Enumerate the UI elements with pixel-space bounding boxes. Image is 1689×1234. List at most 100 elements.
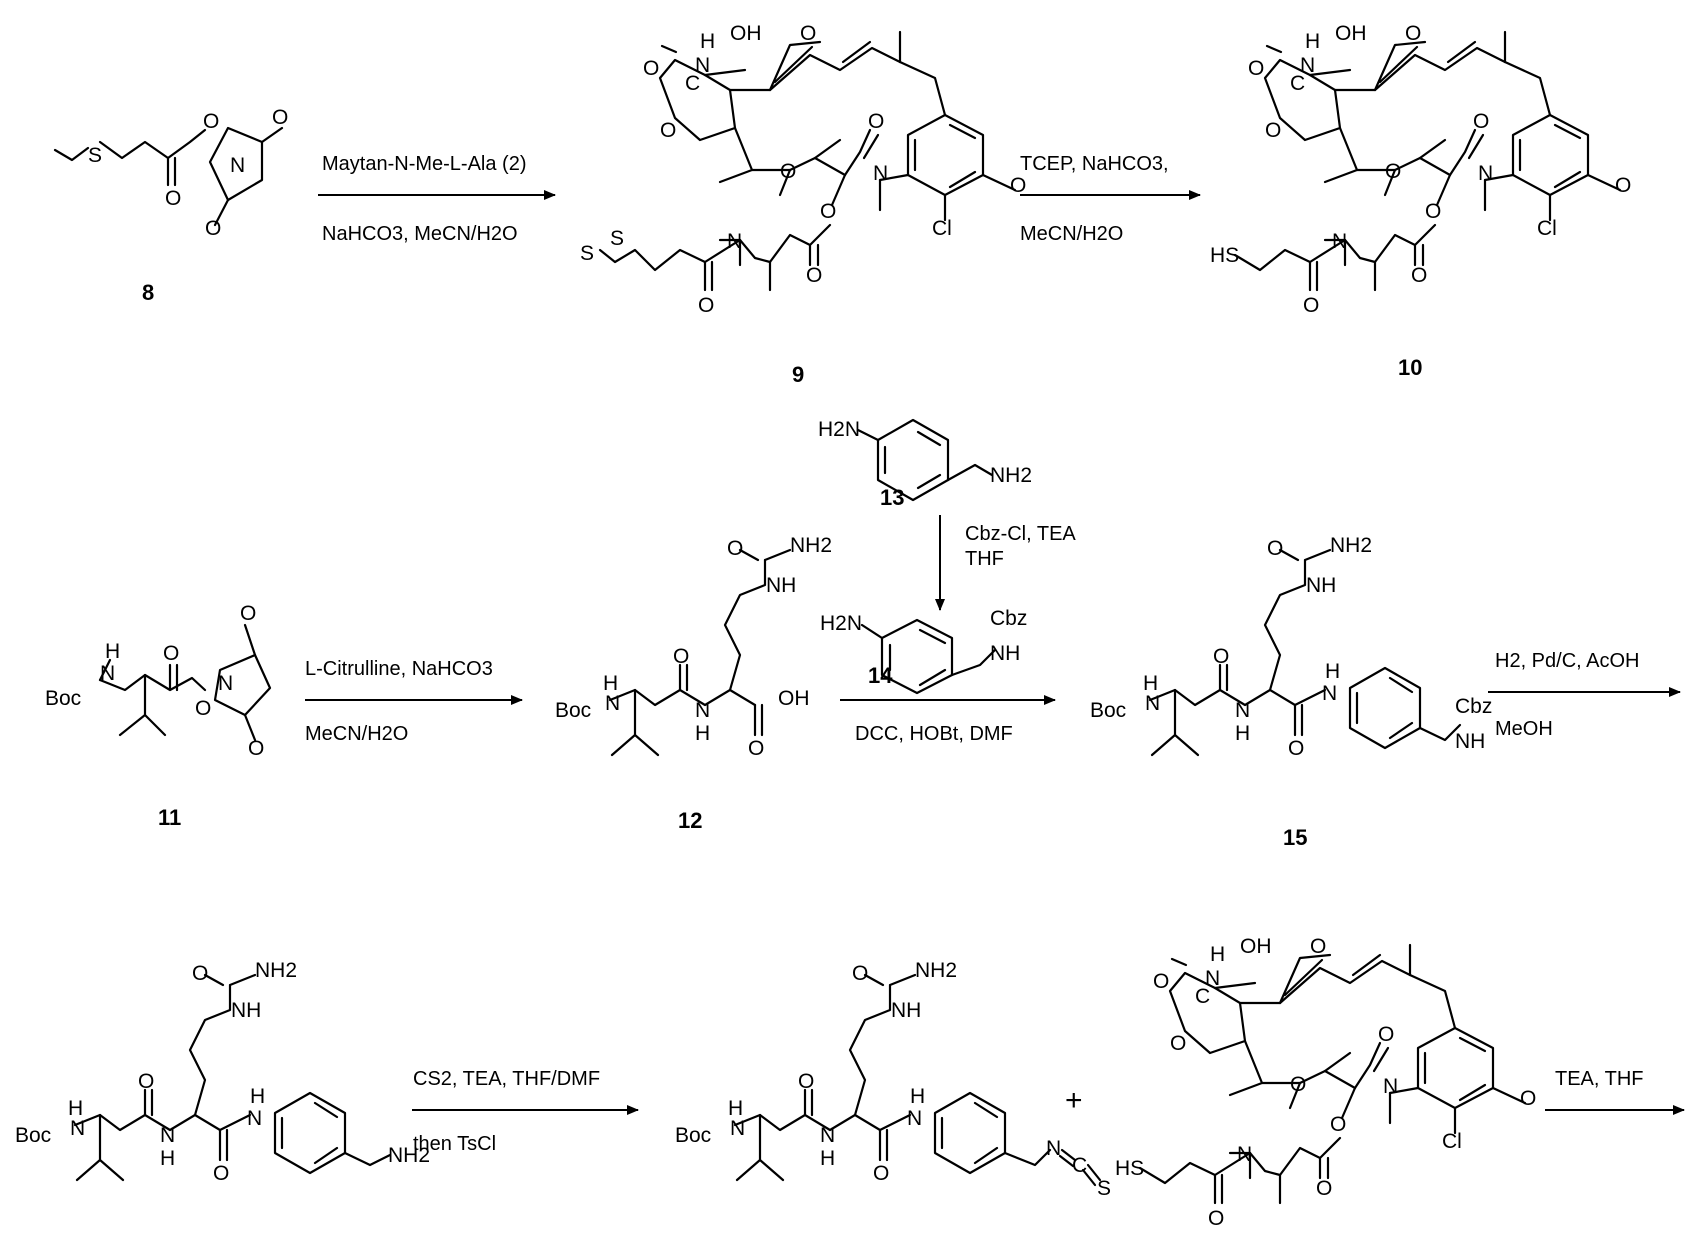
atom-Boc: Boc [1090,699,1126,722]
atom-O: O [138,1070,154,1093]
atom-H: H [105,640,120,663]
atom-O: O [868,110,884,133]
compound-label-10: 10 [1398,355,1422,380]
atom-N: N [1322,682,1337,705]
atom-N: N [100,662,115,685]
reagent-h2-pdc: H2, Pd/C, AcOH [1495,650,1640,672]
atom-S: S [610,227,624,250]
atom-OH: OH [1240,935,1272,958]
reagent-citrulline: L-Citrulline, NaHCO3 [305,658,493,680]
atom-O: O [1265,119,1281,142]
atom-N: N [730,1117,745,1140]
atom-O: O [1330,1113,1346,1136]
compound-13: H2N NH2 13 [818,418,1032,510]
atom-N: N [820,1124,835,1147]
compound-12: H N Boc O N H OH O NH O NH2 12 [555,534,832,833]
compound-10: H N OH O O C O O O N O Cl O HS N O O 10 [1210,22,1631,380]
compound-label-8: 8 [142,280,154,305]
atom-O: O [213,1162,229,1185]
atom-NH: NH [891,999,921,1022]
atom-O: O [806,264,822,287]
atom-O: O [780,160,796,183]
atom-Cl: Cl [1537,217,1557,240]
atom-Boc: Boc [555,699,591,722]
arrow-step-5: DCC, HOBt, DMF [840,700,1055,745]
atom-O: O [1213,645,1229,668]
reagent-cs2: CS2, TEA, THF/DMF [413,1068,600,1090]
atom-O: O [798,1070,814,1093]
reagent-mecn: MeCN/H2O [305,723,408,745]
reagent-cbz: Cbz-Cl, TEA [965,523,1076,545]
atom-N: N [727,230,742,253]
atom-O: O [240,602,256,625]
atom-N: N [1332,230,1347,253]
atom-O: O [873,1162,889,1185]
atom-C: C [1290,72,1305,95]
atom-O: O [248,737,264,760]
atom-NH2: NH2 [790,534,832,557]
atom-O: O [163,642,179,665]
reagent-mecn: MeCN/H2O [1020,223,1123,245]
atom-O: O [1303,294,1319,317]
atom-Cl: Cl [932,217,952,240]
arrow-step-7: CS2, TEA, THF/DMF then TsCl [412,1068,638,1155]
compound-8: S O O N O O 8 [55,106,288,305]
compound-11: H N Boc O O N O O 11 [45,602,270,830]
atom-Boc: Boc [675,1124,711,1147]
atom-O: O [1010,174,1026,197]
reagent-thf: THF [965,548,1004,570]
reagent-meoh: MeOH [1495,718,1553,740]
atom-O: O [1170,1032,1186,1055]
atom-O: O [1425,200,1441,223]
atom-O: O [1378,1023,1394,1046]
compound-label-12: 12 [678,808,702,833]
atom-O: O [192,962,208,985]
arrow-step-8: TEA, THF [1545,1068,1684,1110]
atom-N: N [873,162,888,185]
atom-O: O [643,57,659,80]
atom-S: S [88,144,102,167]
atom-S: S [1097,1177,1111,1200]
arrow-step-1: Maytan-N-Me-L-Ala (2) NaHCO3, MeCN/H2O [318,153,555,245]
atom-O: O [1208,1207,1224,1230]
reagent-tea-thf: TEA, THF [1555,1068,1644,1090]
atom-O: O [195,697,211,720]
compound-15: H N Boc O N H O H N NH O NH2 Cbz NH 15 [1090,534,1492,850]
atom-NH: NH [990,642,1020,665]
atom-O: O [852,962,868,985]
atom-N: N [1145,692,1160,715]
atom-C: C [1195,985,1210,1008]
atom-N: N [1237,1143,1252,1166]
atom-NH: NH [231,999,261,1022]
atom-S: S [580,242,594,265]
atom-Cl: Cl [1442,1130,1462,1153]
atom-O: O [1153,970,1169,993]
atom-O: O [1411,264,1427,287]
atom-O: O [673,645,689,668]
atom-OH: OH [1335,22,1367,45]
atom-NH2: NH2 [990,464,1032,487]
atom-N: N [230,154,245,177]
atom-H: H [695,722,710,745]
atom-Cbz: Cbz [1455,695,1492,718]
atom-N: N [218,672,233,695]
atom-O: O [1473,110,1489,133]
atom-NH2: NH2 [1330,534,1372,557]
atom-O: O [203,110,219,133]
atom-O: O [1405,22,1421,45]
atom-N: N [247,1107,262,1130]
compound-label-14: 14 [868,663,893,688]
arrow-step-4: Cbz-Cl, TEA THF [940,515,1076,610]
atom-H: H [820,1147,835,1170]
atom-H: H [1305,30,1320,53]
atom-O: O [1615,174,1631,197]
atom-NH2: NH2 [915,959,957,982]
atom-Cbz: Cbz [990,607,1027,630]
atom-C: C [685,72,700,95]
atom-NH: NH [766,574,796,597]
reagent-tscl: then TsCl [413,1133,496,1155]
atom-O: O [1267,537,1283,560]
atom-H: H [1325,660,1340,683]
compound-14: H2N Cbz NH 14 [820,607,1027,693]
compound-10-reagent: H N OH O O C O O O N O Cl O HS N O O [1115,935,1536,1230]
